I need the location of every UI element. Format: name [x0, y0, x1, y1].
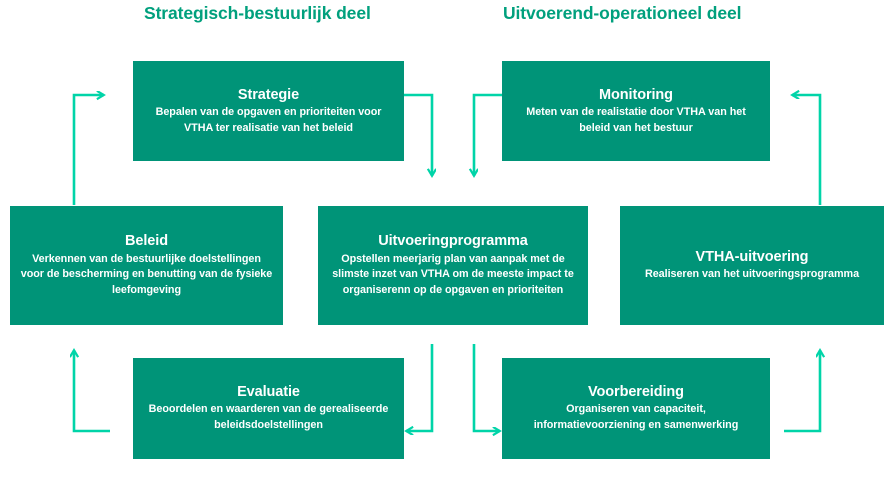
process-box-description: Realiseren van het uitvoeringsprogramma	[644, 268, 860, 281]
process-box-description: Bepalen van de opgaven en prioriteiten v…	[155, 105, 382, 134]
process-box-title: Monitoring	[599, 86, 673, 103]
process-box-description: Opstellen meerjarig plan van aanpak met …	[332, 252, 574, 296]
process-box-beleid[interactable]: Beleid Verkennen van de bestuurlijke doe…	[10, 206, 283, 325]
connector-monitoring-to-uitvoeringprogramma	[474, 93, 502, 176]
process-box-title: VTHA-uitvoering	[695, 249, 809, 266]
connector-evaluatie-to-beleid	[74, 350, 110, 433]
process-box-monitoring[interactable]: Monitoring Meten van de realistatie door…	[502, 61, 770, 161]
process-box-title: Strategie	[237, 86, 300, 103]
process-box-voorbereiding[interactable]: Voorbereiding Organiseren van capaciteit…	[502, 358, 770, 459]
process-box-vtha-uitvoering[interactable]: VTHA-uitvoering Realiseren van het uitvo…	[620, 206, 884, 325]
process-box-title: Voorbereiding	[588, 384, 684, 401]
column-title-operational: Uitvoerend-operationeel deel	[503, 3, 742, 23]
connector-beleid-to-strategie	[72, 95, 104, 205]
process-box-description: Beoordelen en waarderen van de gerealise…	[148, 403, 389, 432]
connector-strategie-to-uitvoeringprogramma	[404, 93, 432, 176]
process-box-uitvoeringprogramma[interactable]: Uitvoeringprogramma Opstellen meerjarig …	[318, 206, 588, 325]
process-box-title: Uitvoeringprogramma	[378, 233, 528, 250]
process-box-description: Verkennen van de bestuurlijke doelstelli…	[20, 252, 273, 296]
column-title-strategic: Strategisch-bestuurlijk deel	[144, 3, 371, 23]
connector-uitvoeringprogramma-to-voorbereiding	[472, 344, 500, 431]
process-box-description: Organiseren van capaciteit, informatievo…	[533, 403, 739, 432]
process-box-description: Meten van de realistatie door VTHA van h…	[526, 105, 746, 134]
process-box-title: Beleid	[125, 233, 168, 250]
process-box-evaluatie[interactable]: Evaluatie Beoordelen en waarderen van de…	[133, 358, 404, 459]
connector-vtha-to-monitoring	[792, 95, 822, 205]
connector-uitvoeringprogramma-to-evaluatie	[406, 344, 434, 431]
process-box-title: Evaluatie	[237, 384, 300, 401]
process-box-strategie[interactable]: Strategie Bepalen van de opgaven en prio…	[133, 61, 404, 161]
connector-voorbereiding-to-vtha	[784, 350, 820, 433]
